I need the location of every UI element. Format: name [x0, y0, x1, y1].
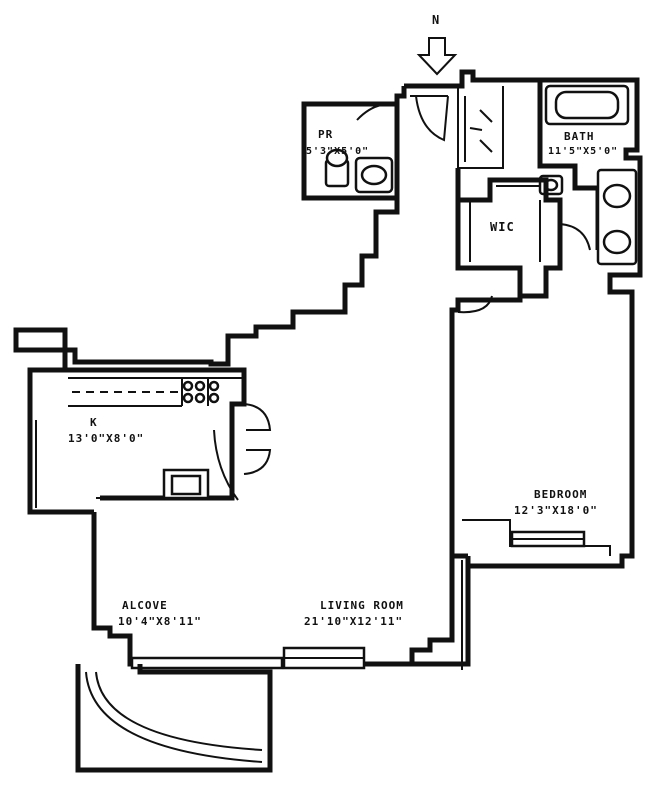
- outer-wall-top: [404, 69, 643, 569]
- bath-door: [559, 223, 591, 251]
- toilet-icon: [324, 148, 350, 188]
- bedroom-walls: [449, 296, 523, 559]
- kitchen-name: K: [90, 416, 98, 429]
- sink-icon: [354, 156, 394, 194]
- powder-room-dims: 5'3"X5'0": [306, 146, 369, 157]
- bathtub-icon: [544, 84, 630, 126]
- bath-name: BATH: [564, 130, 595, 143]
- double-vanity-icon: [596, 168, 638, 266]
- wic-walls: [455, 168, 563, 299]
- bedroom-dims: 12'3"X18'0": [514, 504, 598, 517]
- outer-wall-upper: [13, 86, 407, 367]
- powder-room-name: PR: [318, 128, 333, 141]
- living-room-name: LIVING ROOM: [320, 599, 404, 612]
- entry-arrow-icon: [416, 37, 458, 76]
- kitchen-double-door: [213, 403, 272, 501]
- bedroom-name: BEDROOM: [534, 488, 587, 501]
- living-room-window: [130, 656, 284, 670]
- entry-door: [410, 95, 449, 142]
- living-room-dims: 21'10"X12'11": [304, 615, 403, 628]
- entry-closet: [457, 86, 504, 169]
- powder-room-walls: [301, 101, 397, 201]
- cooktop-icon: [182, 380, 220, 404]
- balcony: [75, 664, 273, 773]
- bath-dims: 11'5"X5'0": [548, 146, 618, 157]
- alcove-name: ALCOVE: [122, 599, 168, 612]
- wic-name: WIC: [490, 220, 515, 234]
- alcove-dims: 10'4"X8'11": [118, 615, 202, 628]
- kitchen-dims: 13'0"X8'0": [68, 432, 144, 445]
- compass-letter: N: [432, 13, 440, 27]
- living-room-walls: [91, 512, 471, 667]
